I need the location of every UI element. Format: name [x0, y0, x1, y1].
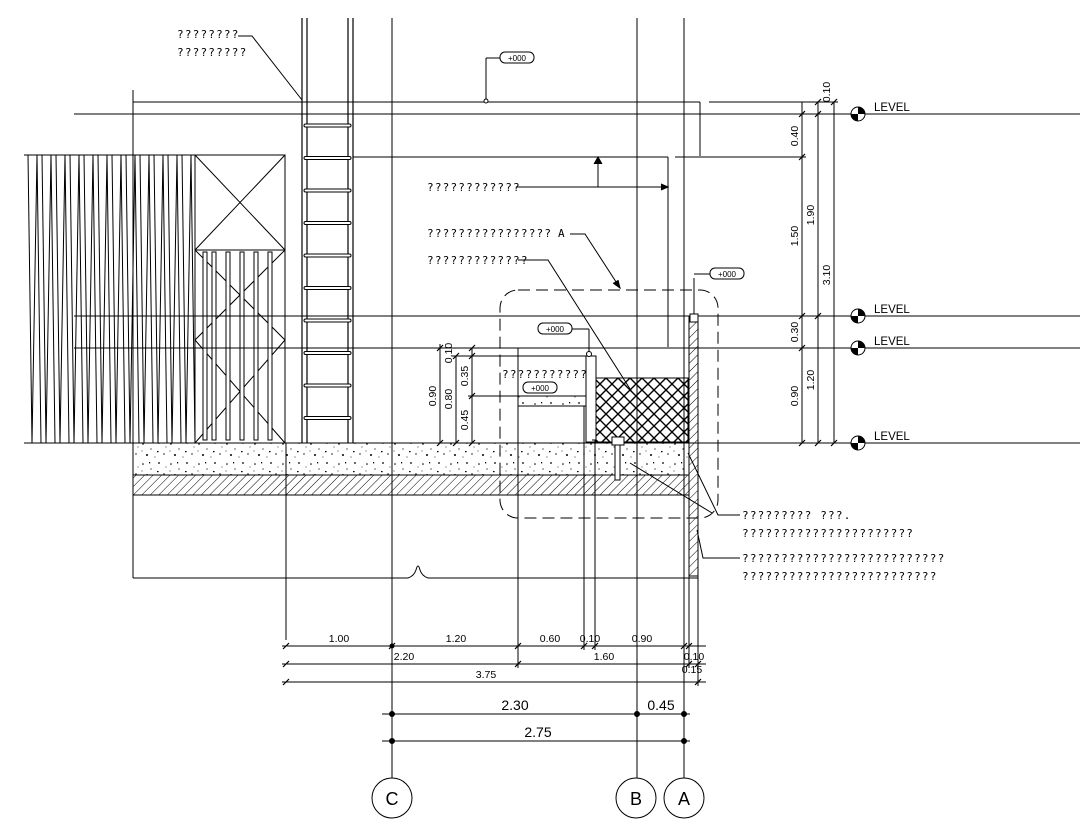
dim-0.15: 0.15	[682, 664, 703, 676]
dim-0.90: 0.90	[427, 386, 439, 407]
dim-0.90: 0.90	[632, 633, 653, 645]
dim-0.40: 0.40	[789, 126, 801, 147]
grid-label-c: C	[386, 789, 399, 809]
dim-0.30: 0.30	[789, 322, 801, 343]
level-tag-bench: +000	[537, 322, 590, 352]
bottom-dimensions	[282, 348, 706, 744]
access-ladder	[301, 18, 354, 443]
note-mid-2-suffix: A	[558, 227, 566, 240]
dim-0.60: 0.60	[540, 633, 561, 645]
note-mid-2: ????????????????	[427, 227, 552, 240]
level-marker: LEVEL	[850, 336, 910, 356]
planter-box	[585, 351, 689, 481]
grid-label-a: A	[678, 789, 690, 809]
louvre-zigzags	[27, 154, 196, 444]
note-texts: ???????? ????????? ???????????? ????????…	[177, 28, 945, 583]
dim-2.75: 2.75	[524, 724, 551, 740]
level-label: LEVEL	[874, 431, 910, 443]
left-vertical-dimensions	[436, 344, 478, 447]
level-marker: LEVEL	[850, 102, 910, 122]
level-tag-label: +000	[508, 54, 527, 63]
dim-1.00: 1.00	[329, 633, 350, 645]
level-label: LEVEL	[874, 102, 910, 114]
level-tag-label: +000	[531, 384, 550, 393]
braced-frame	[194, 154, 286, 444]
dim-0.45: 0.45	[647, 697, 674, 713]
right-vertical-dim-texts: 0.40 1.50 0.30 0.90 0.10 1.90 1.20 3.10	[789, 82, 833, 407]
note-mid-3: ?????????????	[427, 254, 529, 267]
detail-callout-box	[499, 289, 719, 519]
dim-1.60: 1.60	[594, 651, 615, 663]
note-right-2a: ??????????????????????????	[742, 552, 945, 565]
level-tag-seat: +000	[522, 381, 558, 394]
bottom-dim-texts: 1.00 1.20 0.60 0.10 0.90 0.10 2.20 1.60 …	[329, 633, 705, 740]
dim-2.30: 2.30	[501, 697, 528, 713]
grid-bubble-b: B	[615, 777, 657, 819]
level-marker: LEVEL	[850, 304, 910, 324]
grid-bubbles: C B A	[371, 777, 705, 819]
grid-bubble-a: A	[663, 777, 705, 819]
dim-1.20: 1.20	[446, 633, 467, 645]
parapet-wall	[688, 278, 699, 577]
dim-1.50: 1.50	[789, 226, 801, 247]
note-inner: ???????????	[502, 368, 588, 381]
left-vertical-dim-texts: 0.10 0.35 0.45 0.80 0.90	[427, 343, 471, 431]
level-tags: +000 +000 +000 +000	[483, 51, 745, 394]
annotation-notes	[238, 35, 740, 559]
grid-label-b: B	[630, 789, 642, 809]
level-markers: LEVEL LEVEL LEVEL LEVEL	[850, 102, 910, 451]
dim-0.10: 0.10	[684, 651, 705, 663]
level-tag-roof: +000	[483, 51, 535, 104]
dim-0.10: 0.10	[821, 82, 833, 103]
dim-1.20: 1.20	[805, 370, 817, 391]
dim-0.10: 0.10	[443, 343, 455, 364]
dim-0.35: 0.35	[459, 366, 471, 387]
note-right-2b: ?????????????????????????	[742, 570, 938, 583]
dim-3.10: 3.10	[821, 265, 833, 286]
dim-1.90: 1.90	[805, 205, 817, 226]
note-right-1b: ??????????????????????	[742, 527, 914, 540]
level-marker: LEVEL	[850, 431, 910, 451]
dim-0.90: 0.90	[789, 386, 801, 407]
level-tag-label: +000	[546, 325, 565, 334]
dim-3.75: 3.75	[476, 669, 497, 681]
floor-slab	[132, 442, 690, 496]
dim-0.45: 0.45	[459, 410, 471, 431]
level-label: LEVEL	[874, 336, 910, 348]
level-tag-parapet: +000	[694, 267, 745, 280]
note-right-1a: ????????? ???.	[742, 509, 852, 522]
grid-bubble-c: C	[371, 777, 413, 819]
right-vertical-dimensions	[798, 98, 838, 447]
louvre-facade	[24, 154, 196, 444]
note-mid-1: ????????????	[427, 181, 521, 194]
dim-0.80: 0.80	[443, 389, 455, 410]
dim-0.10: 0.10	[580, 633, 601, 645]
note-top-left-2: ?????????	[177, 46, 247, 59]
level-label: LEVEL	[874, 304, 910, 316]
dim-2.20: 2.20	[394, 651, 415, 663]
note-top-left-1: ????????	[177, 28, 240, 41]
level-tag-label: +000	[718, 270, 737, 279]
